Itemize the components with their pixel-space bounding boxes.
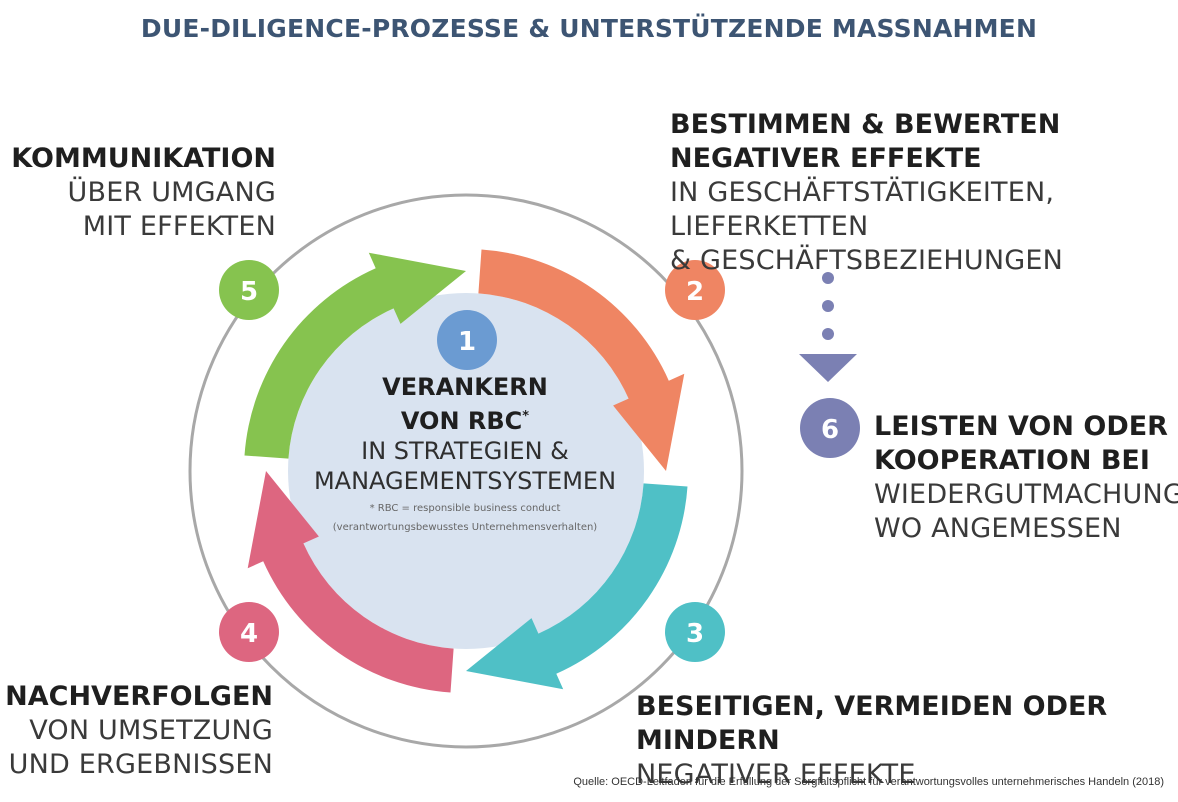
step-1-subline-2: MANAGEMENTSYSTEMEN xyxy=(313,467,617,495)
rbc-footnote-1: * RBC = responsible business conduct xyxy=(369,503,561,514)
step-6-heading-1: LEISTEN VON ODER xyxy=(874,411,1168,442)
step-3-heading: BESEITIGEN, VERMEIDEN ODER MINDERN xyxy=(636,691,1108,756)
rbc-footnote-2: (verantwortungsbewusstes Unternehmensver… xyxy=(332,522,598,533)
step-1-badge: 1 xyxy=(437,310,497,370)
connector-arrowhead xyxy=(799,354,857,382)
step-5-subline-2: MIT EFFEKTEN xyxy=(82,211,276,242)
step-3-badge: 3 xyxy=(665,602,725,662)
step-2-heading-2: NEGATIVER EFFEKTE xyxy=(670,143,982,174)
svg-text:6: 6 xyxy=(821,415,839,445)
connector-dot xyxy=(822,272,834,284)
connector-dot xyxy=(822,328,834,340)
arrow-step-2 xyxy=(478,249,685,471)
step-5-heading: KOMMUNIKATION xyxy=(11,143,276,174)
outer-ring xyxy=(188,193,744,749)
arrow-step-5 xyxy=(244,252,466,459)
source-citation: Quelle: OECD-Leitfaden für die Erfüllung… xyxy=(573,776,1164,788)
step-4-badge: 4 xyxy=(219,602,279,662)
arrow-step-3 xyxy=(466,483,688,690)
asterisk-marker: * xyxy=(522,409,530,424)
step-4-subline-2: UND ERGEBNISSEN xyxy=(8,749,273,780)
step-6-subline-2: WO ANGEMESSEN xyxy=(874,513,1122,544)
connector-dot xyxy=(822,300,834,312)
svg-text:5: 5 xyxy=(240,277,258,307)
svg-text:3: 3 xyxy=(686,619,704,649)
arrow-step-4 xyxy=(247,471,454,693)
svg-text:1: 1 xyxy=(458,327,476,357)
step-3-label: BESEITIGEN, VERMEIDEN ODER MINDERN NEGAT… xyxy=(636,690,1178,792)
page-title: DUE-DILIGENCE-PROZESSE & UNTERSTÜTZENDE … xyxy=(140,14,1038,43)
step-1-heading-2: VON RBC* xyxy=(310,402,620,436)
step-5-subline-1: ÜBER UMGANG xyxy=(67,177,276,208)
step-5-badge: 5 xyxy=(219,260,279,320)
step-6-label: LEISTEN VON ODER KOOPERATION BEI WIEDERG… xyxy=(874,410,1178,546)
step-2-heading-1: BESTIMMEN & BEWERTEN xyxy=(670,109,1061,140)
step-1-subline-1: IN STRATEGIEN & xyxy=(361,437,569,465)
center-disc xyxy=(288,293,644,649)
step-6-badge: 6 xyxy=(800,398,860,458)
step-6-heading-2: KOOPERATION BEI xyxy=(874,445,1150,476)
step-2-subline-2: & GESCHÄFTSBEZIEHUNGEN xyxy=(670,245,1064,276)
step-1-heading-1: VERANKERN xyxy=(382,373,548,401)
step-5-label: KOMMUNIKATION ÜBER UMGANG MIT EFFEKTEN xyxy=(11,142,276,244)
step-2-label: BESTIMMEN & BEWERTEN NEGATIVER EFFEKTE I… xyxy=(670,108,1178,278)
step-1-label: VERANKERN VON RBC* IN STRATEGIEN & MANAG… xyxy=(310,372,620,534)
step-2-badge: 2 xyxy=(665,260,725,320)
svg-text:4: 4 xyxy=(240,619,258,649)
step-3-subline-1: NEGATIVER EFFEKTE xyxy=(636,759,916,790)
step-1-heading-2-text: VON RBC xyxy=(400,407,523,435)
step-4-heading: NACHVERFOLGEN xyxy=(5,681,273,712)
step-2-subline-1: IN GESCHÄFTSTÄTIGKEITEN, LIEFERKETTEN xyxy=(670,177,1055,242)
step-4-label: NACHVERFOLGEN VON UMSETZUNG UND ERGEBNIS… xyxy=(5,680,273,782)
svg-text:2: 2 xyxy=(686,277,704,307)
dotted-connector xyxy=(799,272,857,382)
step-6-subline-1: WIEDERGUTMACHUNG, xyxy=(874,479,1178,510)
step-4-subline-1: VON UMSETZUNG xyxy=(29,715,273,746)
